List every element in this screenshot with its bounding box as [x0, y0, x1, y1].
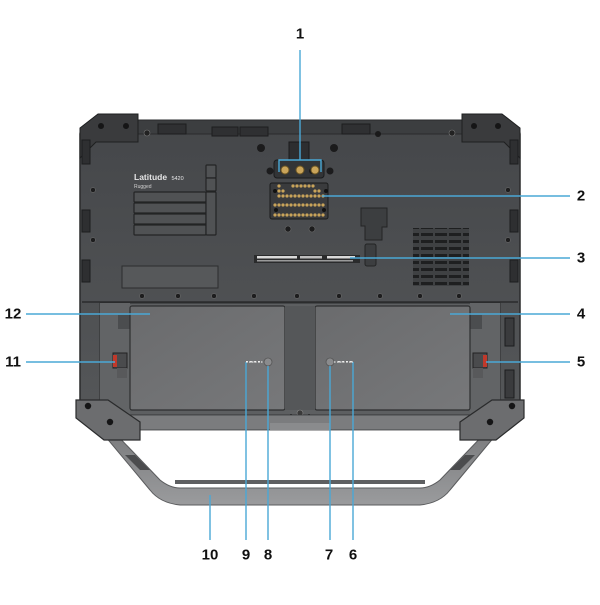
callout-12: 12 — [4, 305, 22, 323]
model-sub-label: Rugged — [134, 184, 152, 190]
callout-6: 6 — [348, 546, 358, 564]
vent-grille — [413, 228, 469, 286]
callout-8: 8 — [263, 546, 273, 564]
docking-connectors — [266, 141, 334, 233]
callout-1: 1 — [295, 25, 305, 43]
callout-3: 3 — [576, 249, 586, 267]
callout-9: 9 — [241, 546, 251, 564]
rf-connector-1 — [280, 165, 290, 175]
model-number: 5420 — [171, 176, 183, 182]
battery-status-button-right[interactable] — [325, 357, 335, 367]
rf-connector-2 — [295, 165, 305, 175]
battery-right — [314, 305, 471, 411]
callout-7: 7 — [324, 546, 334, 564]
battery-left — [129, 305, 286, 411]
callout-10: 10 — [201, 546, 219, 564]
lower-bumpers — [75, 399, 525, 441]
carry-handle — [98, 429, 502, 506]
callout-2: 2 — [576, 187, 586, 205]
brand-area: Latitude 5420 Rugged — [121, 164, 219, 289]
rf-connector-3 — [310, 165, 320, 175]
callout-11: 11 — [5, 353, 21, 371]
recess-shapes — [360, 207, 388, 267]
battery-status-button-left[interactable] — [263, 357, 273, 367]
battery-area — [99, 302, 515, 431]
service-tag-label — [254, 255, 360, 263]
svg-text:Latitude 5420: Latitude 5420 — [134, 172, 184, 182]
callout-4: 4 — [576, 305, 586, 323]
docking-pin-connector — [269, 182, 329, 220]
callout-5: 5 — [576, 353, 586, 371]
service-panel — [121, 265, 219, 289]
battery-latch-right[interactable] — [472, 352, 488, 378]
accessory-slots — [133, 164, 217, 236]
callout-lines — [26, 50, 570, 540]
battery-latch-left[interactable] — [112, 352, 128, 378]
brand-label: Latitude — [134, 172, 167, 182]
